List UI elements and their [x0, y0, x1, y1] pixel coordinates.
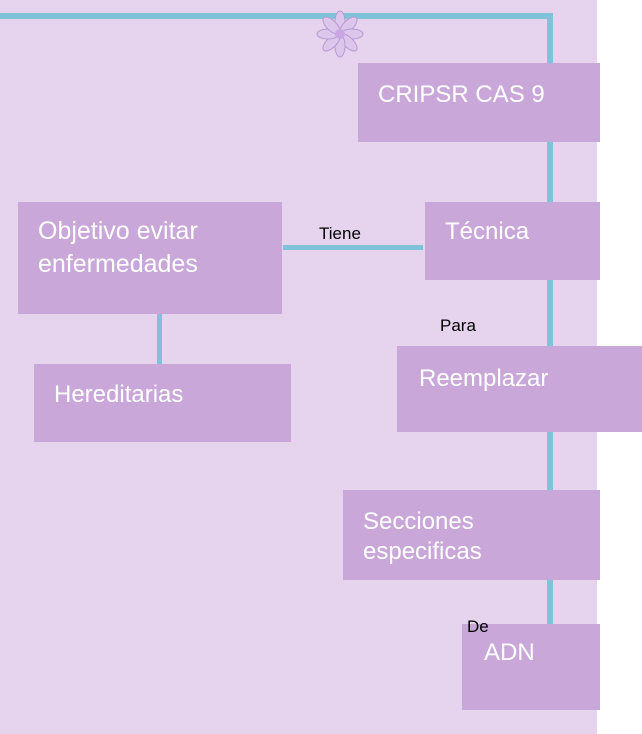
edge-label-de: De	[467, 617, 489, 636]
node-tecnica-label: Técnica	[445, 218, 530, 245]
connector-para	[547, 280, 553, 346]
connector-de	[547, 580, 553, 624]
connector-objetivo-hereditarias	[157, 314, 162, 364]
top-connector	[0, 13, 553, 19]
edge-label-para: Para	[440, 316, 476, 335]
flower-icon	[316, 10, 364, 58]
node-adn: ADN	[462, 624, 600, 710]
node-cripsr-cas9-label: CRIPSR CAS 9	[378, 81, 545, 108]
edge-label-tiene: Tiene	[319, 224, 361, 243]
node-objetivo-label: Objetivo evitar enfermedades	[38, 217, 198, 278]
node-hereditarias: Hereditarias	[34, 364, 291, 442]
connector-cripsr-tecnica	[547, 140, 553, 202]
node-objetivo: Objetivo evitar enfermedades	[18, 202, 282, 314]
node-tecnica: Técnica	[425, 202, 600, 280]
right-connector-top	[547, 13, 553, 63]
node-reemplazar-label: Reemplazar	[419, 365, 549, 392]
node-hereditarias-label: Hereditarias	[54, 381, 184, 408]
node-cripsr-cas9: CRIPSR CAS 9	[358, 63, 600, 142]
node-reemplazar: Reemplazar	[397, 346, 642, 432]
connector-reemplazar-secciones	[547, 432, 553, 490]
node-secciones: Secciones especificas	[343, 490, 600, 580]
connector-tiene	[283, 245, 423, 250]
node-secciones-label: Secciones especificas	[363, 508, 482, 565]
node-adn-label: ADN	[484, 639, 535, 666]
